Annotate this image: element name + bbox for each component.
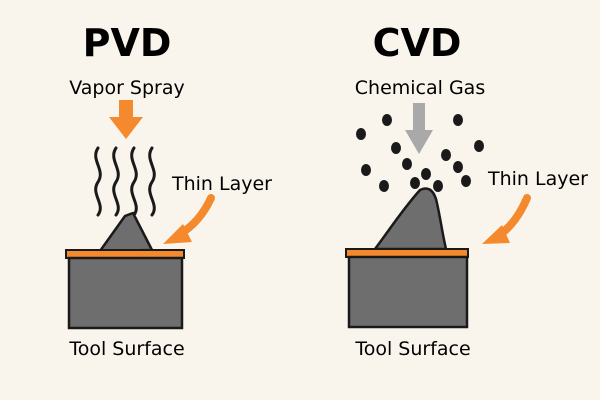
pvd-panel: PVD Vapor Spray Thin Layer Tool Surface xyxy=(65,21,272,360)
cvd-source-label: Chemical Gas xyxy=(355,77,485,99)
gas-particle-icon xyxy=(356,114,484,192)
cvd-tool-block xyxy=(347,255,469,329)
pvd-title: PVD xyxy=(83,21,172,65)
cvd-title: CVD xyxy=(373,21,462,65)
pvd-layer-label: Thin Layer xyxy=(171,173,272,195)
gray-down-arrow-icon xyxy=(405,103,433,154)
pvd-tool-block xyxy=(67,256,184,330)
cvd-layer-arrow-icon xyxy=(482,194,531,244)
vapor-wave-icon xyxy=(94,146,156,217)
pvd-deposit-cone xyxy=(98,211,154,253)
pvd-layer-arrow-icon xyxy=(163,194,215,244)
cvd-deposit-spire xyxy=(373,187,448,251)
cvd-surface-label: Tool Surface xyxy=(354,338,470,360)
pvd-source-label: Vapor Spray xyxy=(69,77,185,99)
orange-down-arrow-icon xyxy=(109,100,143,139)
pvd-surface-label: Tool Surface xyxy=(68,338,184,360)
cvd-panel: CVD Chemical Gas Thin Layer xyxy=(345,21,588,360)
cvd-layer-label: Thin Layer xyxy=(487,168,588,190)
